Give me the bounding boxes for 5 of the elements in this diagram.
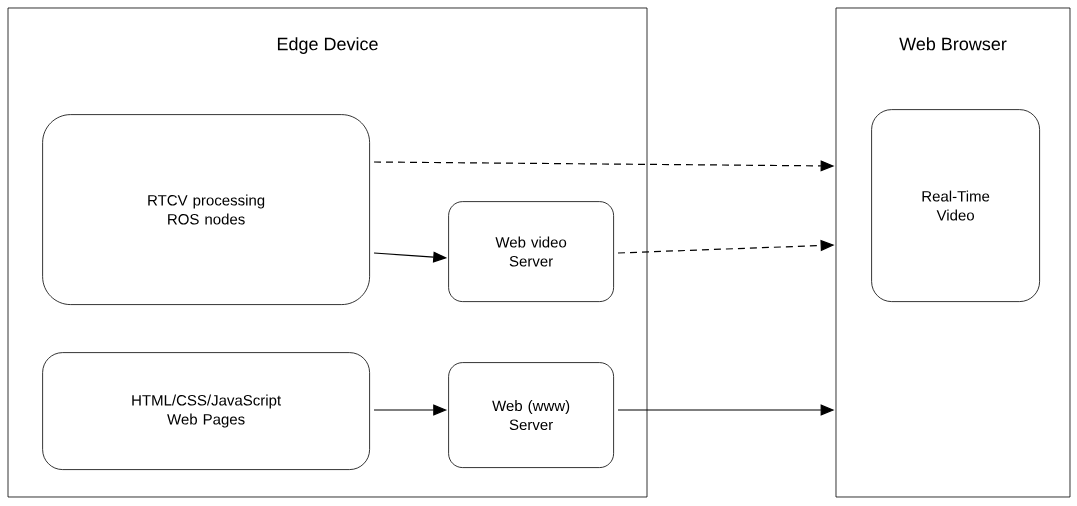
rounded-box: HTML/CSS/JavaScript Web Pages	[42, 352, 370, 470]
rounded-box: Web (www) Server	[448, 362, 614, 468]
rounded-box: RTCV processing ROS nodes	[42, 114, 370, 305]
rounded-box: Real-Time Video	[871, 109, 1040, 302]
rounded-box: Web video Server	[448, 201, 614, 302]
